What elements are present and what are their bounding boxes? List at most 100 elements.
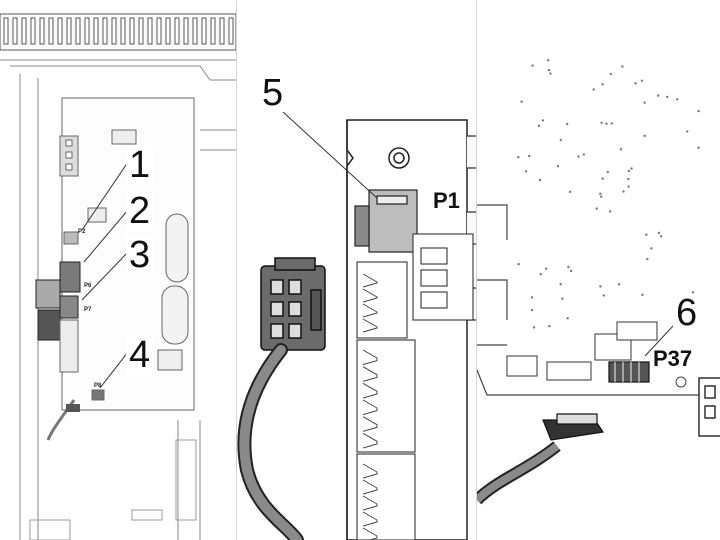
connector-pin	[362, 511, 378, 527]
board-via	[601, 177, 604, 180]
vent-slot	[210, 17, 216, 45]
connector-stack	[356, 233, 474, 540]
connector-pin	[362, 479, 378, 495]
vent-slot	[66, 17, 72, 45]
board-via	[609, 72, 613, 76]
board-via	[556, 165, 560, 168]
vent-slot	[156, 17, 162, 45]
mount-hole	[675, 376, 687, 388]
p37-detail-panel: 6 P37	[476, 0, 720, 540]
callout-3: 3	[126, 236, 154, 274]
connector-label-p2: P2	[78, 229, 86, 235]
vent-slot	[120, 17, 126, 45]
board-via	[517, 262, 520, 266]
callout-2: 2	[126, 192, 154, 230]
connector-label-p1: P1	[433, 188, 460, 213]
connector-label-p6: P6	[84, 283, 92, 289]
board-via	[640, 79, 644, 82]
right-plug	[698, 377, 720, 437]
board-outline	[477, 204, 720, 396]
board-via	[608, 210, 612, 213]
board-via	[656, 94, 660, 97]
connector-pin	[362, 399, 378, 416]
connector-label-p8: P8	[94, 383, 102, 389]
vent-slot	[183, 17, 189, 45]
board-via	[538, 178, 542, 182]
vent-slot	[138, 17, 144, 45]
vent-slot	[48, 17, 54, 45]
board-via	[582, 153, 586, 156]
board-via	[592, 88, 595, 91]
connector-pin	[362, 416, 378, 432]
cable	[477, 442, 560, 503]
board-via	[676, 98, 679, 101]
connector-pin	[362, 366, 378, 382]
leader-line-5	[282, 111, 378, 199]
board-via	[549, 72, 552, 75]
board-connectors	[506, 321, 658, 381]
connector-pin	[362, 318, 378, 333]
board-via	[646, 257, 649, 261]
board-via	[697, 146, 700, 149]
board-via	[691, 291, 695, 294]
vent-slot	[30, 17, 36, 45]
board-via	[527, 154, 531, 158]
board-via	[566, 317, 569, 320]
p1-header	[354, 189, 418, 253]
board-via	[610, 122, 613, 125]
board-via	[559, 138, 562, 142]
connector-label-p7: P7	[84, 307, 92, 313]
leader-line-6	[644, 325, 674, 357]
board-via	[541, 119, 545, 122]
board-via	[520, 100, 523, 103]
connector-pin	[362, 288, 378, 303]
board-via	[568, 190, 572, 194]
vent-slot	[12, 17, 18, 45]
vent-slot	[174, 17, 180, 45]
connector-pin	[362, 382, 378, 399]
connector-label-p37: P37	[653, 346, 693, 371]
cabinet-frame	[0, 59, 236, 540]
p37-detail-drawing	[477, 59, 720, 505]
board-via	[617, 283, 621, 286]
p37-header	[608, 361, 650, 383]
control-board	[35, 97, 195, 411]
board-via	[530, 296, 534, 299]
vent-slot	[39, 17, 45, 45]
board-via	[537, 124, 541, 128]
board-via	[697, 109, 700, 113]
board-via	[643, 134, 646, 138]
vent-slot	[93, 17, 99, 45]
board-via	[659, 235, 663, 238]
vent-slot	[219, 17, 225, 45]
p1-detail-drawing	[237, 111, 477, 540]
board-via	[634, 82, 637, 85]
board-via	[686, 130, 689, 133]
board-via	[641, 293, 644, 296]
board-via	[605, 122, 608, 125]
p1-detail-panel: 5 P1	[236, 0, 477, 540]
vent-slot	[21, 17, 27, 45]
board-via	[627, 169, 631, 173]
vent-slot	[57, 17, 63, 45]
callout-4: 4	[126, 336, 154, 374]
vent-slot	[201, 17, 207, 45]
board-via	[650, 247, 653, 250]
board-via	[645, 233, 648, 236]
board-via	[621, 65, 624, 68]
vent-slot	[75, 17, 81, 45]
board-via	[517, 155, 520, 159]
board-via	[524, 170, 528, 173]
board-via	[602, 294, 605, 297]
connector-pin	[362, 349, 378, 366]
cabinet-overview-drawing	[0, 13, 236, 540]
connector-pin	[362, 303, 378, 318]
cable	[239, 345, 302, 540]
board-via	[599, 285, 602, 288]
board-via	[547, 68, 551, 72]
board-via	[619, 148, 623, 151]
board-via	[657, 231, 661, 235]
board-via	[600, 195, 603, 198]
vent-slot	[228, 17, 234, 45]
vent-slot	[102, 17, 108, 45]
